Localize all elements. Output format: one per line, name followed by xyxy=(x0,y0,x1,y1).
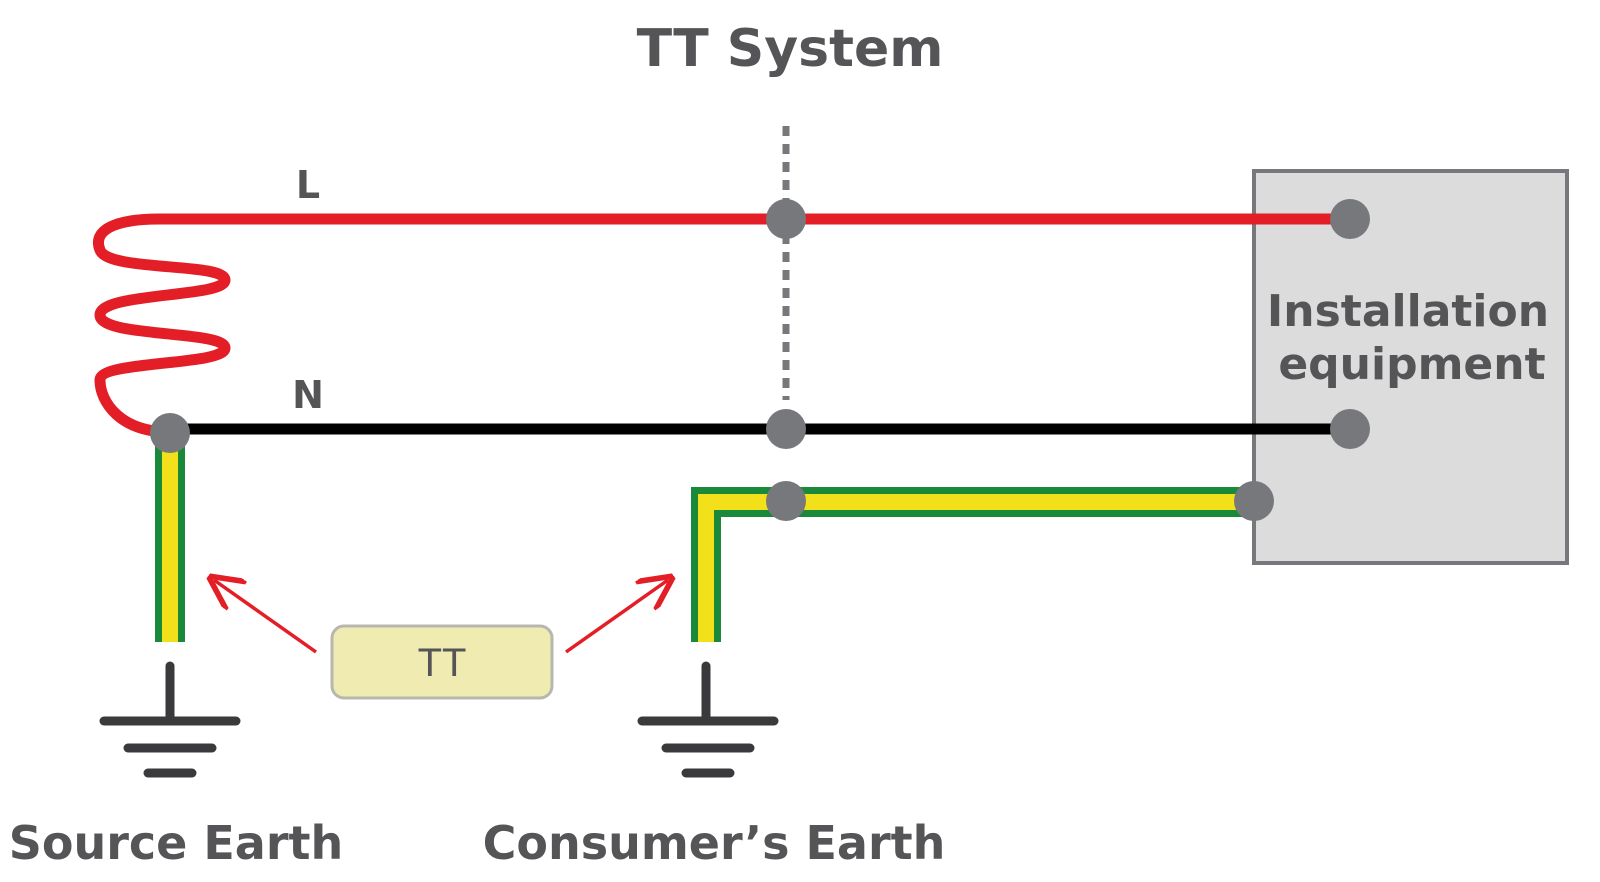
tt-badge-label: TT xyxy=(418,641,467,685)
arrow-to-consumer-earth-icon xyxy=(564,580,668,654)
terminal-live-installation xyxy=(1330,199,1370,239)
terminal-earth-installation xyxy=(1234,481,1274,521)
diagram-title: TT System xyxy=(637,19,944,79)
terminal-neutral-installation xyxy=(1330,409,1370,449)
installation-label-line2: equipment xyxy=(1278,339,1545,390)
neutral-label: N xyxy=(292,373,324,417)
terminal-neutral-boundary xyxy=(766,409,806,449)
live-conductor xyxy=(93,213,1356,438)
terminal-neutral-source xyxy=(150,413,190,453)
installation-label-line1: Installation xyxy=(1267,286,1549,337)
terminal-earth-boundary xyxy=(766,481,806,521)
source-earth-symbol-icon xyxy=(99,661,241,778)
installation-equipment-box xyxy=(1252,169,1569,565)
consumer-earth-label: Consumer’s Earth xyxy=(483,816,946,870)
arrow-to-source-earth-icon xyxy=(214,580,318,654)
tt-badge xyxy=(330,624,554,700)
terminal-live-boundary xyxy=(766,199,806,239)
consumer-earth-symbol-icon xyxy=(637,661,779,778)
live-label: L xyxy=(296,163,320,207)
consumer-earth-conductor xyxy=(691,487,1256,642)
source-earth-label: Source Earth xyxy=(9,816,344,870)
